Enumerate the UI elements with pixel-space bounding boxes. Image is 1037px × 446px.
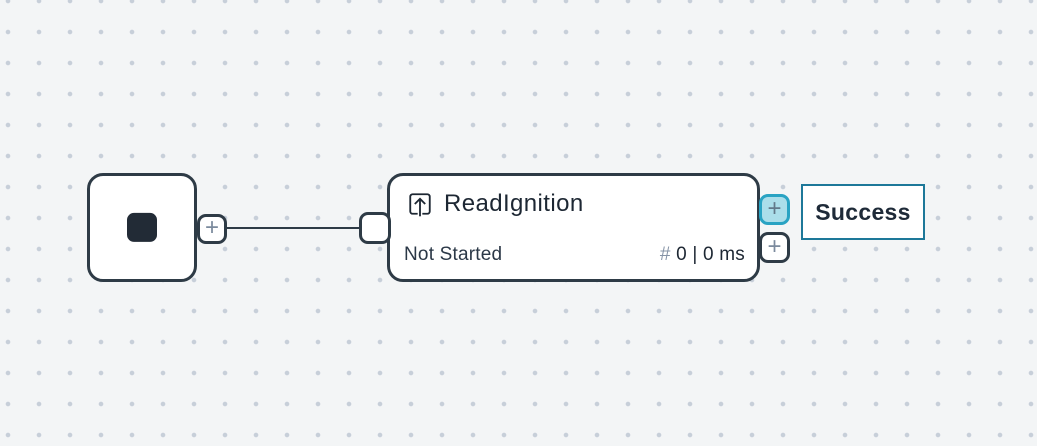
secondary-branch-add-button[interactable]: + [759,232,790,263]
task-status-row: Not Started # 0 | 0 ms [404,244,745,266]
task-node-readignition[interactable]: ReadIgnition Not Started # 0 | 0 ms [387,173,760,282]
task-metrics: # 0 | 0 ms [660,244,745,266]
run-count-hash: # [659,244,671,265]
run-count-value: 0 | 0 ms [670,244,745,265]
task-status: Not Started [404,244,503,265]
stop-square-icon [127,212,157,242]
task-input-port[interactable] [359,212,391,244]
upload-icon [407,191,433,217]
success-edge-label-text: Success [815,198,911,225]
task-title: ReadIgnition [444,190,584,217]
task-title-row: ReadIgnition [404,190,745,218]
start-add-button[interactable]: + [197,214,227,244]
success-branch-add-button[interactable]: + [759,194,790,225]
start-node[interactable] [87,173,197,282]
success-edge-label[interactable]: Success [801,184,925,240]
edge-connector[interactable] [225,227,362,229]
